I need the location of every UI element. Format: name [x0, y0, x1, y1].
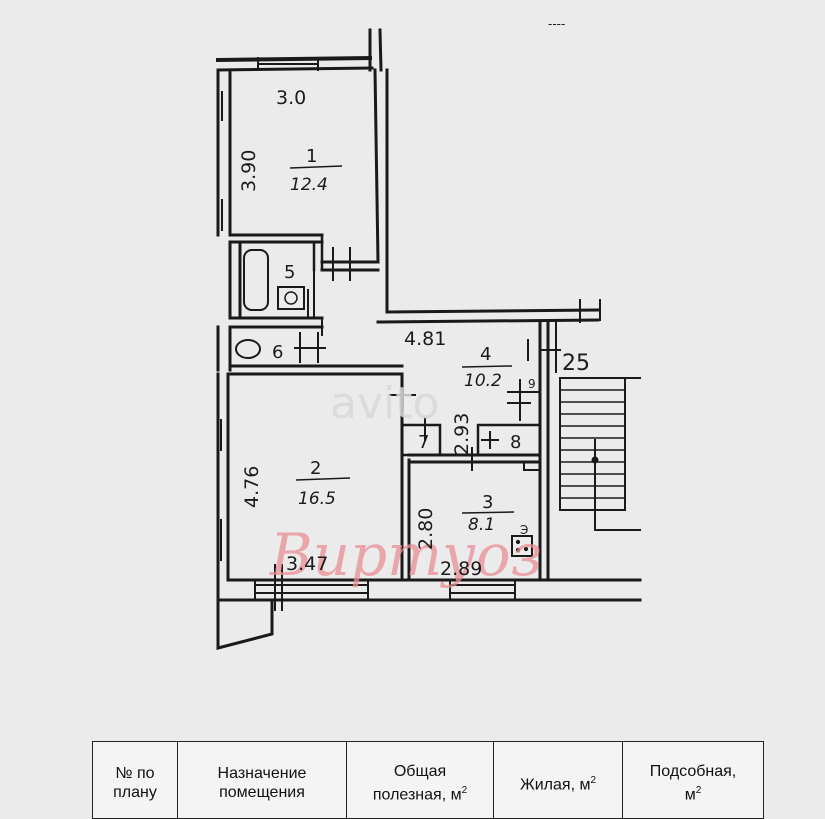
- room2-length: 4.76: [241, 466, 263, 508]
- room4-area: 10.2: [464, 371, 502, 391]
- room4-width: 2.93: [451, 413, 473, 455]
- floor-plan: avito Виртуоз ---- 3.0 3.90 1 12.4 5 6 4…: [215, 17, 642, 650]
- room2-width: 3.47: [286, 553, 328, 575]
- flat-number: 25: [562, 351, 590, 376]
- header-living-area: Жилая, м2: [493, 741, 623, 819]
- room8-number: 8: [510, 432, 521, 453]
- room7-number: 7: [418, 432, 429, 453]
- stove-label: Э: [520, 523, 528, 537]
- room1-length: 3.90: [238, 150, 260, 192]
- room5-number: 5: [284, 262, 295, 283]
- room9-number: 9: [528, 377, 536, 391]
- room2-number: 2: [310, 458, 321, 479]
- room3-number: 3: [482, 492, 493, 513]
- room4-length: 4.81: [404, 328, 446, 350]
- header-utility-area: Подсобная, м2: [622, 741, 764, 819]
- virtuoz-watermark: Виртуоз: [269, 521, 542, 589]
- room3-length: 2.80: [415, 508, 437, 550]
- room3-width: 2.89: [440, 558, 482, 580]
- room1-width: 3.0: [276, 87, 306, 109]
- header-plan-number: № по плану: [92, 741, 178, 819]
- room1-number: 1: [306, 146, 317, 167]
- header-room-purpose: Назначение помещения: [177, 741, 347, 819]
- rooms-table: № по плану Назначение помещения Общая по…: [92, 741, 764, 819]
- room2-area: 16.5: [298, 489, 336, 509]
- room1-area: 12.4: [290, 175, 328, 195]
- corner-mark: ----: [548, 17, 565, 31]
- room3-area: 8.1: [468, 515, 495, 535]
- room6-number: 6: [272, 342, 283, 363]
- room4-number: 4: [480, 344, 491, 365]
- table-header-row: № по плану Назначение помещения Общая по…: [92, 741, 764, 819]
- header-total-area: Общая полезная, м2: [346, 741, 494, 819]
- avito-watermark: avito: [330, 378, 439, 429]
